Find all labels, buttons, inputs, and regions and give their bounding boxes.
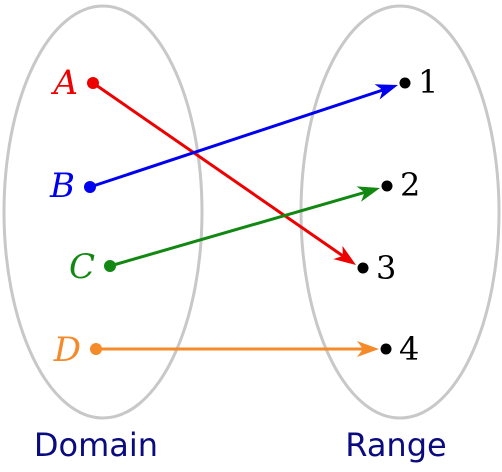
domain-title: Domain	[34, 426, 158, 464]
range-label-1: 1	[418, 63, 438, 101]
domain-label-d: D	[53, 330, 81, 370]
domain-dot-c	[104, 260, 116, 272]
range-dot-2	[381, 180, 393, 192]
arrowhead-a-to-3	[333, 245, 356, 265]
arrowhead-c-to-2	[356, 186, 380, 202]
arrow-a-to-3	[92, 81, 344, 258]
domain-dot-d	[90, 343, 102, 355]
arrowhead-d-to-4	[357, 341, 379, 357]
domain-label-b: B	[49, 166, 75, 206]
range-dot-4	[380, 343, 392, 355]
range-points: 1 2 3 4	[357, 63, 438, 368]
domain-point-c: C	[69, 247, 116, 287]
range-point-3: 3	[357, 249, 396, 287]
domain-dot-a	[87, 77, 99, 89]
range-title: Range	[345, 426, 446, 464]
domain-dot-b	[84, 181, 96, 193]
domain-label-c: C	[69, 247, 95, 287]
arrow-b-to-1	[89, 88, 384, 189]
domain-point-a: A	[50, 63, 99, 103]
mapping-arrows	[89, 81, 398, 357]
domain-label-a: A	[50, 63, 78, 103]
domain-point-b: B	[49, 166, 96, 206]
domain-points: A B C D	[49, 63, 116, 370]
range-point-4: 4	[380, 330, 419, 368]
domain-ellipse	[2, 4, 204, 420]
range-point-2: 2	[381, 166, 420, 204]
arrowhead-b-to-1	[374, 84, 398, 100]
range-dot-1	[399, 77, 411, 89]
range-label-4: 4	[399, 330, 419, 368]
range-label-3: 3	[376, 249, 396, 287]
arrow-c-to-2	[109, 190, 366, 268]
domain-point-d: D	[53, 330, 102, 370]
range-point-1: 1	[399, 63, 438, 101]
range-label-2: 2	[400, 166, 420, 204]
range-dot-3	[357, 262, 369, 274]
